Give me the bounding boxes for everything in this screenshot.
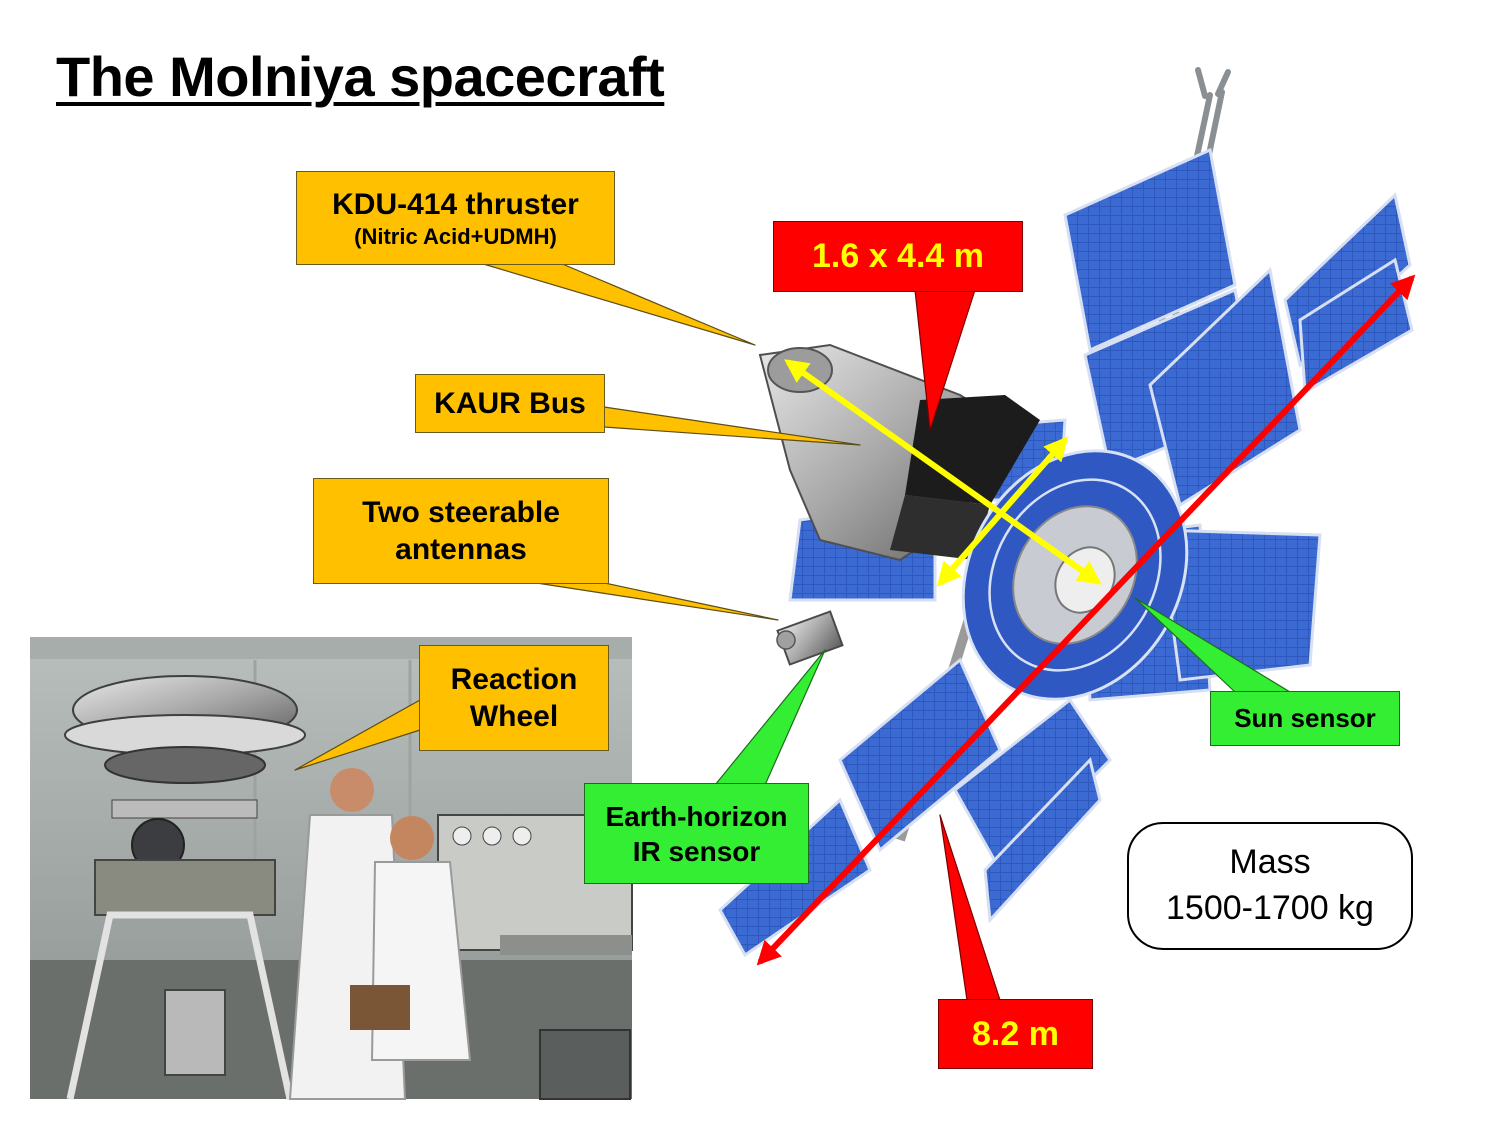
body-dimensions-value: 1.6 x 4.4 m bbox=[811, 237, 984, 276]
thruster-propellant: (Nitric Acid+UDMH) bbox=[354, 224, 557, 249]
mass-box: Mass 1500-1700 kg bbox=[1127, 822, 1413, 950]
span-value: 8.2 m bbox=[972, 1014, 1059, 1053]
earth-sensor-line2: IR sensor bbox=[632, 835, 761, 867]
mass-label: Mass bbox=[1229, 843, 1311, 882]
diameter-arrow bbox=[936, 436, 1069, 587]
kaur-bus-label: KAUR Bus bbox=[434, 386, 586, 420]
callout-body-dimensions: 1.6 x 4.4 m bbox=[773, 221, 1023, 292]
antennas-line1: Two steerable bbox=[362, 495, 560, 529]
callout-earth-sensor: Earth-horizon IR sensor bbox=[584, 783, 809, 884]
callout-sun-sensor: Sun sensor bbox=[1210, 691, 1400, 746]
pointer-earth-sensor bbox=[714, 649, 826, 786]
antenna-module bbox=[776, 610, 844, 666]
callout-reaction-wheel: Reaction Wheel bbox=[419, 645, 609, 751]
antennas-line2: antennas bbox=[395, 533, 527, 566]
callout-antennas: Two steerable antennas bbox=[313, 478, 609, 584]
callout-span: 8.2 m bbox=[938, 999, 1093, 1069]
reaction-wheel-line2: Wheel bbox=[469, 700, 559, 733]
reaction-wheel-line1: Reaction bbox=[450, 662, 578, 696]
callout-thruster: KDU-414 thruster (Nitric Acid+UDMH) bbox=[296, 171, 615, 265]
callout-kaur-bus: KAUR Bus bbox=[415, 374, 605, 433]
pointer-thruster bbox=[479, 262, 756, 346]
thruster-label: KDU-414 thruster bbox=[332, 187, 579, 221]
page-title: The Molniya spacecraft bbox=[56, 45, 665, 108]
mass-value: 1500-1700 kg bbox=[1166, 889, 1374, 927]
earth-sensor-line1: Earth-horizon bbox=[605, 800, 788, 832]
sun-sensor-label: Sun sensor bbox=[1234, 703, 1376, 734]
dimension-arrows bbox=[756, 274, 1416, 966]
pointer-antennas bbox=[529, 581, 779, 621]
span-arrow bbox=[756, 274, 1416, 966]
